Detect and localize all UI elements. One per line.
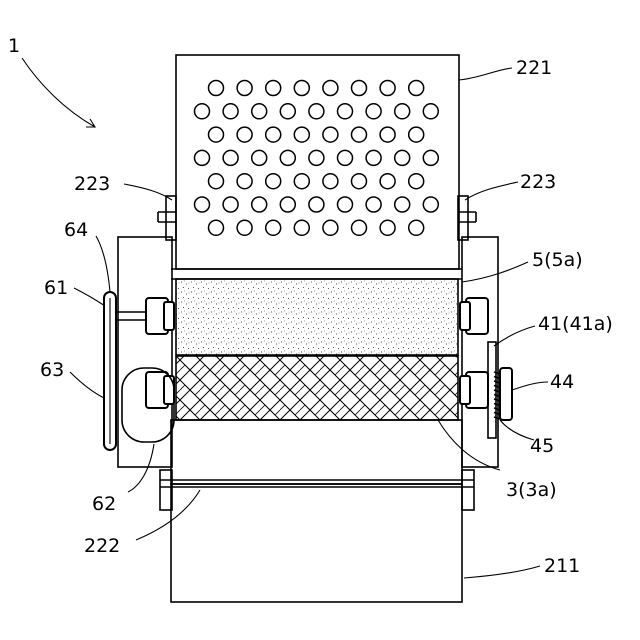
label-assembly: 1 [8, 35, 20, 57]
label-gear-mount: 45 [530, 435, 554, 457]
upper-roller [171, 279, 462, 355]
label-left-bracket: 223 [74, 173, 110, 195]
perforation-hole [309, 104, 324, 119]
perforation-hole [266, 127, 281, 142]
perforation-hole [323, 81, 338, 96]
perforation-hole [280, 150, 295, 165]
perforation-hole [395, 104, 410, 119]
perforation-hole [352, 81, 367, 96]
perforation-hole [380, 127, 395, 142]
label-right-bracket: 223 [520, 171, 556, 193]
perforation-hole [280, 197, 295, 212]
perforation-hole [223, 150, 238, 165]
perforation-hole [409, 174, 424, 189]
perforation-hole [294, 81, 309, 96]
perforation-hole [423, 150, 438, 165]
perforation-hole [195, 197, 210, 212]
perforation-hole [252, 104, 267, 119]
lower-housing [171, 484, 462, 602]
label-lower-housing: 211 [544, 555, 580, 577]
lower-plate [160, 420, 474, 510]
perforation-hole [294, 127, 309, 142]
right-bracket [458, 196, 476, 240]
perforation-hole [195, 150, 210, 165]
perforation-hole [266, 174, 281, 189]
label-belt: 63 [40, 359, 64, 381]
perforation-hole [237, 127, 252, 142]
perforation-hole [209, 81, 224, 96]
right-gear-assembly [488, 342, 512, 438]
top-cover [171, 55, 462, 269]
perforation-hole [423, 104, 438, 119]
perforation-hole [266, 81, 281, 96]
perforation-hole [294, 174, 309, 189]
label-top-cover: 221 [516, 57, 552, 79]
perforation-hole [366, 150, 381, 165]
perforation-hole [323, 174, 338, 189]
perforation-hole [338, 150, 353, 165]
perforation-hole [252, 150, 267, 165]
perforation-hole [380, 174, 395, 189]
perforation-hole [338, 197, 353, 212]
right-shaft-ends [460, 298, 488, 408]
perforation-hole [366, 197, 381, 212]
perforation-hole [409, 220, 424, 235]
perforation-hole [409, 127, 424, 142]
perforation-holes [195, 81, 439, 236]
perforation-hole [223, 197, 238, 212]
lower-roller [176, 356, 458, 420]
perforation-hole [338, 104, 353, 119]
label-pulley-large: 61 [44, 277, 68, 299]
label-lower-plate: 222 [84, 535, 120, 557]
perforation-hole [323, 220, 338, 235]
label-pulley-small: 64 [64, 219, 88, 241]
perforation-hole [195, 104, 210, 119]
label-motor: 62 [92, 493, 116, 515]
perforation-hole [209, 174, 224, 189]
perforation-hole [252, 197, 267, 212]
perforation-hole [280, 104, 295, 119]
perforation-hole [223, 104, 238, 119]
perforation-hole [352, 220, 367, 235]
perforation-hole [380, 81, 395, 96]
perforation-hole [237, 174, 252, 189]
pulley-belt [104, 292, 116, 450]
label-upper-roller: 5(5a) [532, 249, 583, 271]
perforation-hole [309, 150, 324, 165]
perforation-hole [352, 127, 367, 142]
perforation-hole [352, 174, 367, 189]
right-side-frame [462, 237, 498, 467]
perforation-hole [309, 197, 324, 212]
label-lower-roller: 3(3a) [506, 479, 557, 501]
perforation-hole [237, 220, 252, 235]
left-bracket [158, 196, 176, 240]
perforation-hole [323, 127, 338, 142]
perforation-hole [409, 81, 424, 96]
perforation-hole [209, 127, 224, 142]
perforation-hole [380, 220, 395, 235]
label-bracket-41: 41(41a) [538, 313, 613, 335]
perforation-hole [366, 104, 381, 119]
label-gear: 44 [550, 371, 574, 393]
perforation-hole [395, 197, 410, 212]
perforation-hole [294, 220, 309, 235]
perforation-hole [423, 197, 438, 212]
perforation-hole [395, 150, 410, 165]
perforation-hole [209, 220, 224, 235]
perforation-hole [237, 81, 252, 96]
perforation-hole [266, 220, 281, 235]
